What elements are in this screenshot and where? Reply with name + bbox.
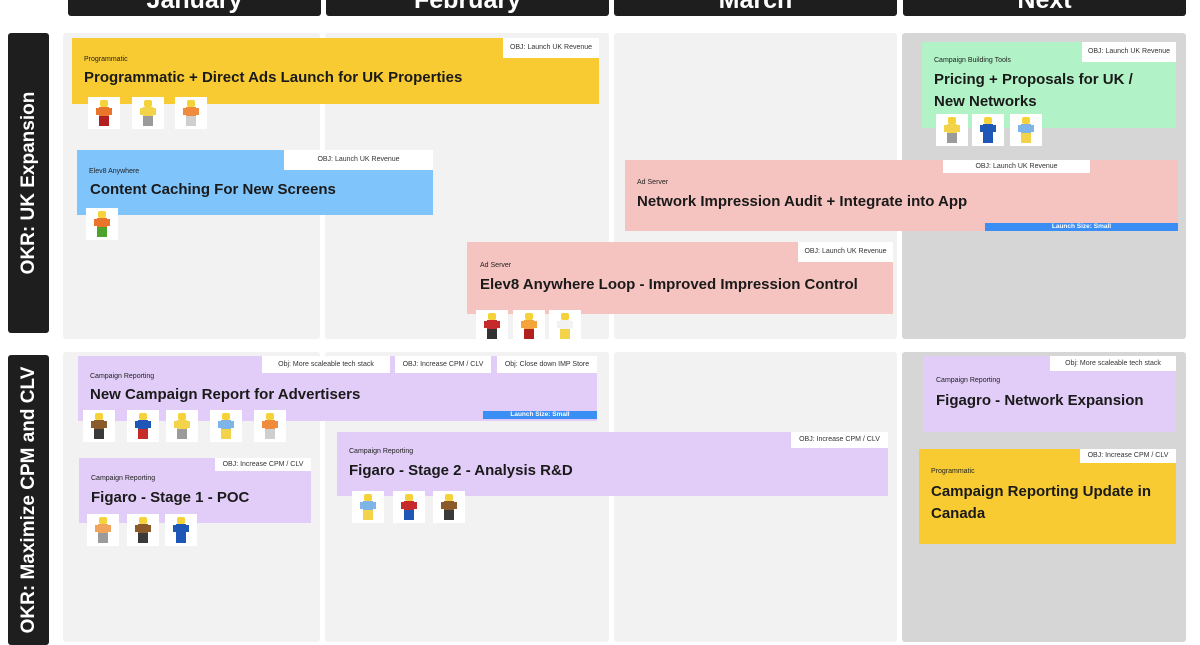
objective-tag: OBJ: Increase CPM / CLV [215, 458, 311, 471]
orange-shirt-figure-icon [95, 517, 111, 543]
avatar [513, 310, 545, 342]
avatar [166, 410, 198, 442]
cell-cpm-march [614, 352, 897, 642]
month-header-january: January [68, 0, 321, 16]
card-category: Programmatic [84, 56, 128, 63]
card-title: Figaro - Stage 1 - POC [91, 489, 250, 506]
white-shirt-figure-icon [557, 313, 573, 339]
card-figagro-network-expansion[interactable]: Campaign Reporting Figagro - Network Exp… [923, 356, 1176, 432]
light-blue-shirt-figure-icon [360, 494, 376, 520]
light-blue-shirt-figure-icon [1018, 117, 1034, 143]
objective-tag: Obj: More scaleable tech stack [1050, 356, 1176, 371]
brown-shirt-figure-icon [441, 494, 457, 520]
card-title: Content Caching For New Screens [90, 181, 336, 198]
card-figaro-stage-2[interactable]: Campaign Reporting Figaro - Stage 2 - An… [337, 432, 888, 496]
month-header-next: Next [903, 0, 1186, 16]
avatar [175, 97, 207, 129]
card-category: Campaign Reporting [90, 373, 155, 380]
objective-tag: Obj: More scaleable tech stack [262, 356, 390, 373]
month-label: Next [1017, 0, 1072, 14]
launch-size-badge: Launch Size: Small [483, 411, 597, 419]
month-label: February [414, 0, 521, 14]
month-header-march: March [614, 0, 897, 16]
card-category: Campaign Reporting [936, 377, 1001, 384]
card-title: Figaro - Stage 2 - Analysis R&D [349, 462, 573, 479]
avatar [132, 97, 164, 129]
objective-tag: OBJ: Increase CPM / CLV [1080, 449, 1176, 463]
objective-tag: OBJ: Launch UK Revenue [503, 38, 599, 58]
card-category: Programmatic [931, 468, 975, 475]
avatar [352, 491, 384, 523]
okr-label-maximize-cpm: OKR: Maximize CPM and CLV [8, 355, 49, 645]
avatar [1010, 114, 1042, 146]
blue-shirt-figure-icon [980, 117, 996, 143]
card-category: Elev8 Anywhere [89, 168, 140, 175]
objective-tag: OBJ: Launch UK Revenue [284, 150, 433, 170]
brown-shirt-figure-icon [135, 517, 151, 543]
yellow-shirt-figure-icon [140, 100, 156, 126]
brown-shirt-figure-icon [91, 413, 107, 439]
card-new-campaign-report[interactable]: Campaign Reporting New Campaign Report f… [78, 356, 597, 421]
card-pricing-proposals[interactable]: Campaign Building Tools Pricing + Propos… [922, 42, 1176, 128]
card-elev8-anywhere-loop[interactable]: Ad Server Elev8 Anywhere Loop - Improved… [467, 242, 893, 314]
avatar [476, 310, 508, 342]
orange-shirt-figure-icon [183, 100, 199, 126]
yellow-shirt-figure-icon [174, 413, 190, 439]
yellow-shirt-figure-icon [944, 117, 960, 143]
red-shirt-figure-icon [484, 313, 500, 339]
card-network-impression-audit[interactable]: Ad Server Network Impression Audit + Int… [625, 160, 1178, 231]
month-label: January [146, 0, 243, 14]
light-blue-shirt-figure-icon [218, 413, 234, 439]
orange-shirt-figure-icon [521, 313, 537, 339]
launch-size-badge: Launch Size: Small [985, 223, 1178, 231]
avatar [127, 514, 159, 546]
avatar [87, 514, 119, 546]
avatar [549, 310, 581, 342]
card-category: Ad Server [637, 179, 669, 186]
card-figaro-stage-1[interactable]: Campaign Reporting Figaro - Stage 1 - PO… [79, 458, 311, 523]
card-category: Campaign Reporting [91, 475, 156, 482]
avatar [127, 410, 159, 442]
avatar [165, 514, 197, 546]
objective-tag: OBJ: Launch UK Revenue [1082, 42, 1176, 62]
card-category: Campaign Building Tools [934, 57, 1011, 64]
orange-shirt-figure-icon [262, 413, 278, 439]
month-label: March [718, 0, 793, 14]
avatar [83, 410, 115, 442]
card-category: Campaign Reporting [349, 448, 414, 455]
card-title: Network Impression Audit + Integrate int… [637, 193, 968, 210]
avatar [210, 410, 242, 442]
card-title: Elev8 Anywhere Loop - Improved Impressio… [480, 276, 858, 293]
avatar [393, 491, 425, 523]
card-content-caching[interactable]: Elev8 Anywhere Content Caching For New S… [77, 150, 433, 215]
avatar [972, 114, 1004, 146]
objective-tag: OBJ: Launch UK Revenue [798, 242, 893, 262]
avatar [433, 491, 465, 523]
objective-tag: OBJ: Increase CPM / CLV [395, 356, 491, 373]
objective-tag: OBJ: Increase CPM / CLV [791, 432, 888, 448]
card-title: Programmatic + Direct Ads Launch for UK … [84, 69, 463, 86]
orange-shirt-figure-icon [94, 211, 110, 237]
card-title: Campaign Reporting Update in Canada [931, 483, 1152, 522]
avatar [254, 410, 286, 442]
okr-label-uk-expansion: OKR: UK Expansion [8, 33, 49, 333]
blue-shirt-figure-icon [135, 413, 151, 439]
avatar [936, 114, 968, 146]
card-title: Figagro - Network Expansion [936, 392, 1144, 409]
objective-tag: Obj: Close down IMP Store [497, 356, 597, 373]
card-campaign-reporting-canada[interactable]: Programmatic Campaign Reporting Update i… [919, 449, 1176, 544]
month-header-february: February [326, 0, 609, 16]
okr-label-text: OKR: Maximize CPM and CLV [17, 366, 39, 634]
card-title: Pricing + Proposals for UK / New Network… [934, 71, 1133, 110]
card-programmatic-direct-ads[interactable]: Programmatic Programmatic + Direct Ads L… [72, 38, 599, 104]
card-title: New Campaign Report for Advertisers [90, 386, 361, 403]
okr-label-text: OKR: UK Expansion [17, 91, 39, 275]
avatar [86, 208, 118, 240]
avatar [88, 97, 120, 129]
objective-tag: OBJ: Launch UK Revenue [943, 160, 1090, 173]
card-category: Ad Server [480, 262, 512, 269]
red-shirt-figure-icon [401, 494, 417, 520]
orange-shirt-figure-icon [96, 100, 112, 126]
blue-shirt-figure-icon [173, 517, 189, 543]
